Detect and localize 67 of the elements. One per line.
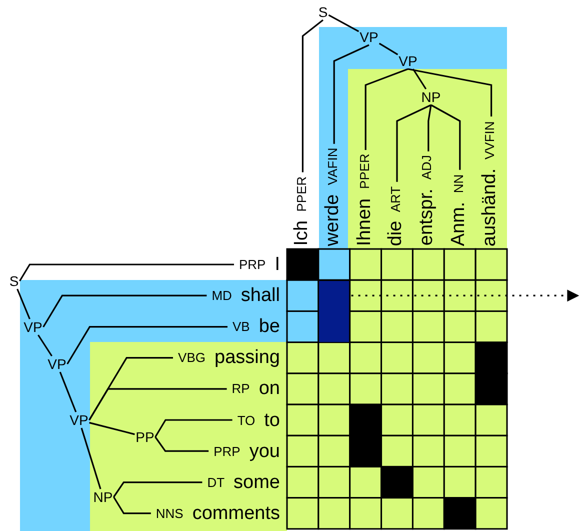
pos-tag: VBG bbox=[178, 351, 206, 364]
tree-branch bbox=[113, 496, 151, 514]
phrase-label: VP bbox=[48, 357, 66, 371]
phrase-label: S bbox=[9, 274, 19, 288]
tree-branch bbox=[412, 68, 427, 90]
pos-tag: NN bbox=[450, 174, 466, 193]
pos-tag: PRP bbox=[214, 444, 240, 458]
phrase-label: NP bbox=[421, 90, 441, 104]
phrase-label: VP bbox=[398, 54, 418, 68]
word: on bbox=[258, 379, 280, 398]
tree-branch bbox=[408, 68, 492, 116]
pos-tag: RP bbox=[232, 382, 250, 396]
phrase-label: PP bbox=[136, 430, 154, 444]
word: die bbox=[385, 220, 406, 246]
word: I bbox=[274, 255, 280, 274]
pos-tag: ADJ bbox=[419, 155, 434, 180]
dotted-arrow bbox=[351, 290, 580, 302]
pos-tag: ART bbox=[388, 186, 403, 212]
phrase-label: VP bbox=[360, 30, 378, 44]
word: you bbox=[249, 442, 280, 461]
pos-tag: PPER bbox=[294, 176, 309, 212]
phrase-label: NP bbox=[93, 490, 113, 504]
pos-tag: TO bbox=[237, 414, 256, 427]
tree-branch bbox=[302, 19, 324, 172]
tree-branch bbox=[16, 288, 30, 320]
pos-tag: NNS bbox=[156, 506, 184, 520]
word: passing bbox=[214, 348, 280, 368]
tree-branch bbox=[19, 264, 234, 282]
word: some bbox=[234, 472, 280, 492]
tree-branch bbox=[428, 104, 432, 152]
word: Ich bbox=[290, 220, 312, 246]
word: aushänd. bbox=[479, 168, 500, 246]
tree-branch bbox=[89, 422, 135, 436]
pos-tag: DT bbox=[207, 476, 225, 489]
word: Ihnen bbox=[354, 198, 375, 246]
pos-tag: VAFIN bbox=[325, 148, 340, 186]
word: comments bbox=[192, 504, 280, 523]
pos-tag: PRP bbox=[238, 258, 266, 272]
tree-branch bbox=[59, 372, 77, 412]
word: to bbox=[264, 410, 280, 430]
tree-branch bbox=[88, 388, 227, 420]
tree-branch bbox=[80, 428, 102, 490]
pos-tag: VVFIN bbox=[482, 120, 498, 159]
tree-branch bbox=[328, 14, 360, 32]
tree-branch bbox=[154, 419, 232, 438]
word: werde bbox=[322, 194, 344, 246]
tree-branch bbox=[364, 68, 408, 150]
tree-branch bbox=[66, 326, 228, 364]
tree-branch bbox=[396, 104, 432, 182]
pos-tag: MD bbox=[212, 289, 232, 302]
pos-tag: VB bbox=[232, 320, 250, 334]
word: shall bbox=[240, 286, 280, 306]
pos-tag: PPER bbox=[356, 154, 372, 190]
tree-branch bbox=[154, 436, 209, 452]
tree-branch bbox=[378, 42, 398, 56]
word: Anm. bbox=[448, 202, 469, 246]
alignment-block bbox=[318, 280, 350, 343]
word: be bbox=[258, 317, 280, 336]
tree-branch bbox=[113, 482, 202, 498]
phrase-label: S bbox=[318, 5, 328, 19]
phrase-label: VP bbox=[24, 320, 42, 334]
phrase-label: VP bbox=[70, 413, 88, 427]
tree-branch bbox=[38, 334, 52, 356]
tree-branch bbox=[430, 104, 461, 170]
tree-branch bbox=[42, 294, 207, 328]
tree-branch bbox=[333, 44, 370, 144]
word: entspr. bbox=[416, 188, 438, 246]
